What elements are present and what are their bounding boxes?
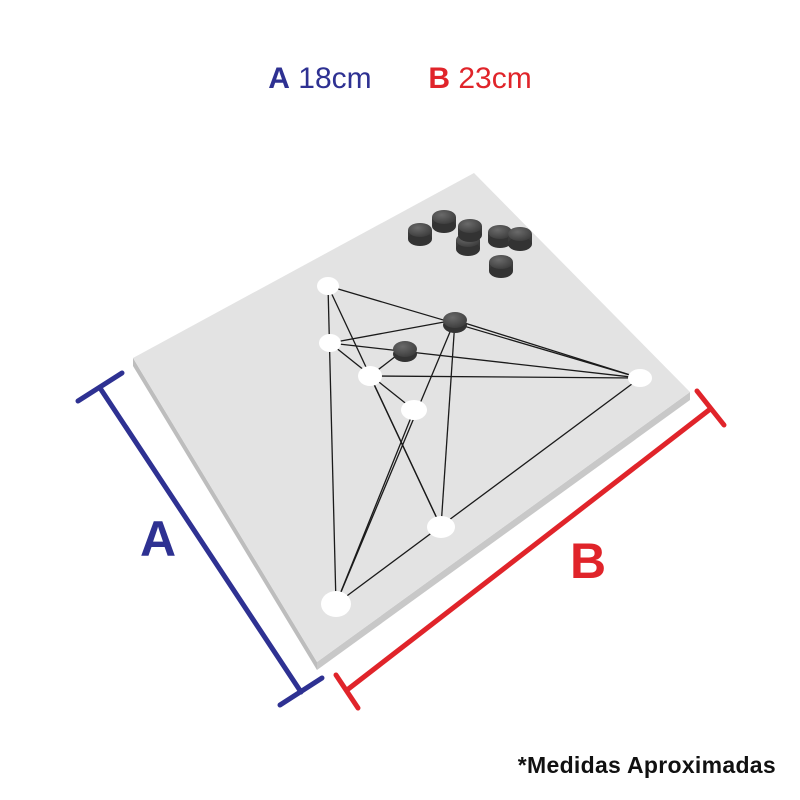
dimension-a-label: A <box>140 511 177 567</box>
hole <box>427 516 455 538</box>
game-piece <box>393 341 417 362</box>
hole <box>628 369 652 387</box>
board-edge-left <box>133 358 317 670</box>
game-piece <box>508 227 532 251</box>
footnote: *Medidas Aproximadas <box>517 752 776 778</box>
spare-pieces <box>408 210 532 278</box>
game-piece <box>489 255 513 278</box>
board-edge-front <box>317 392 690 670</box>
dimension-line-b <box>333 388 727 711</box>
placed-pieces <box>393 312 467 362</box>
game-piece <box>488 225 512 248</box>
dimensions-header: A 18cm B 23cm <box>0 62 800 96</box>
board-holes <box>317 277 652 617</box>
hole <box>317 277 339 295</box>
dimension-b-label: B <box>570 533 607 589</box>
game-piece <box>432 210 456 233</box>
game-piece <box>408 223 432 246</box>
hole <box>401 400 427 420</box>
dimension-b-letter: B <box>428 62 451 95</box>
game-piece <box>443 312 467 333</box>
dimension-b-value: 23cm <box>458 62 532 95</box>
game-piece <box>458 219 482 242</box>
hole <box>321 591 351 617</box>
hole <box>358 366 382 386</box>
dimension-a-letter: A <box>268 62 290 95</box>
dimension-a-value: 18cm <box>298 62 372 95</box>
dimension-line-a <box>75 370 325 708</box>
hole <box>319 334 341 352</box>
